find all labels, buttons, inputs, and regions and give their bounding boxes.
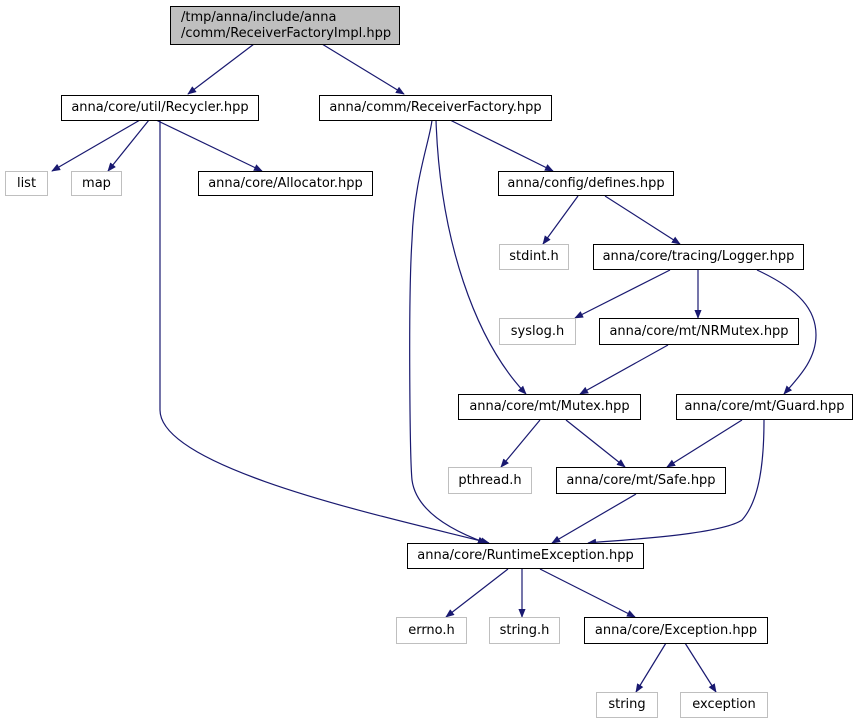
node-guard[interactable]: anna/core/mt/Guard.hpp [676,394,853,420]
edge-safe-to-runtime-exception [551,493,637,544]
edge-nrmutex-to-mutex [579,344,669,395]
edge-defines-to-stdint [542,195,579,245]
edge-receiver-factory-to-mutex [435,119,527,395]
node-string-h: string.h [489,617,560,644]
root-file-path-line2: /comm/ReceiverFactoryImpl.hpp [181,25,392,41]
edge-guard-to-safe [666,419,743,468]
edge-receiver-factory-to-runtime-exception [409,119,487,544]
node-safe[interactable]: anna/core/mt/Safe.hpp [556,467,726,494]
edge-logger-to-guard [756,269,817,395]
node-list: list [5,171,48,196]
node-recycler[interactable]: anna/core/util/Recycler.hpp [61,95,259,121]
edge-root-to-receiver-factory [321,43,405,95]
node-syslog: syslog.h [499,318,576,345]
node-stdint: stdint.h [499,244,569,270]
edge-runtime-exception-to-errno [445,568,509,618]
node-runtime-exception[interactable]: anna/core/RuntimeException.hpp [407,543,644,569]
edge-mutex-to-pthread [500,419,541,468]
node-map: map [71,171,122,196]
edge-exception-hpp-to-string [635,642,667,693]
node-defines[interactable]: anna/config/defines.hpp [498,171,674,196]
node-exception: exception [680,692,768,718]
root-file-path-line1: /tmp/anna/include/anna [181,9,337,25]
edge-mutex-to-safe [565,419,626,468]
edge-recycler-to-allocator [155,119,263,172]
edge-root-to-recycler [187,43,255,95]
edge-runtime-exception-to-exception-hpp [539,568,636,618]
node-mutex[interactable]: anna/core/mt/Mutex.hpp [458,394,641,420]
node-allocator[interactable]: anna/core/Allocator.hpp [198,171,373,196]
node-exception-hpp[interactable]: anna/core/Exception.hpp [584,617,768,644]
node-pthread: pthread.h [448,467,532,494]
edge-logger-to-syslog [574,269,671,319]
edge-exception-hpp-to-exception [684,642,717,693]
edge-defines-to-logger [604,195,681,245]
edge-recycler-to-map [107,119,150,172]
edge-recycler-to-runtime-exception [159,119,490,545]
edge-recycler-to-list [51,119,141,172]
node-receiver-factory[interactable]: anna/comm/ReceiverFactory.hpp [319,95,552,121]
node-nrmutex[interactable]: anna/core/mt/NRMutex.hpp [599,318,799,345]
node-errno: errno.h [396,617,467,644]
root-file-node: /tmp/anna/include/anna /comm/ReceiverFac… [170,6,400,45]
node-string: string [596,692,658,718]
edge-guard-to-runtime-exception [587,419,765,546]
edge-receiver-factory-to-defines [449,119,554,172]
node-logger[interactable]: anna/core/tracing/Logger.hpp [593,244,804,270]
